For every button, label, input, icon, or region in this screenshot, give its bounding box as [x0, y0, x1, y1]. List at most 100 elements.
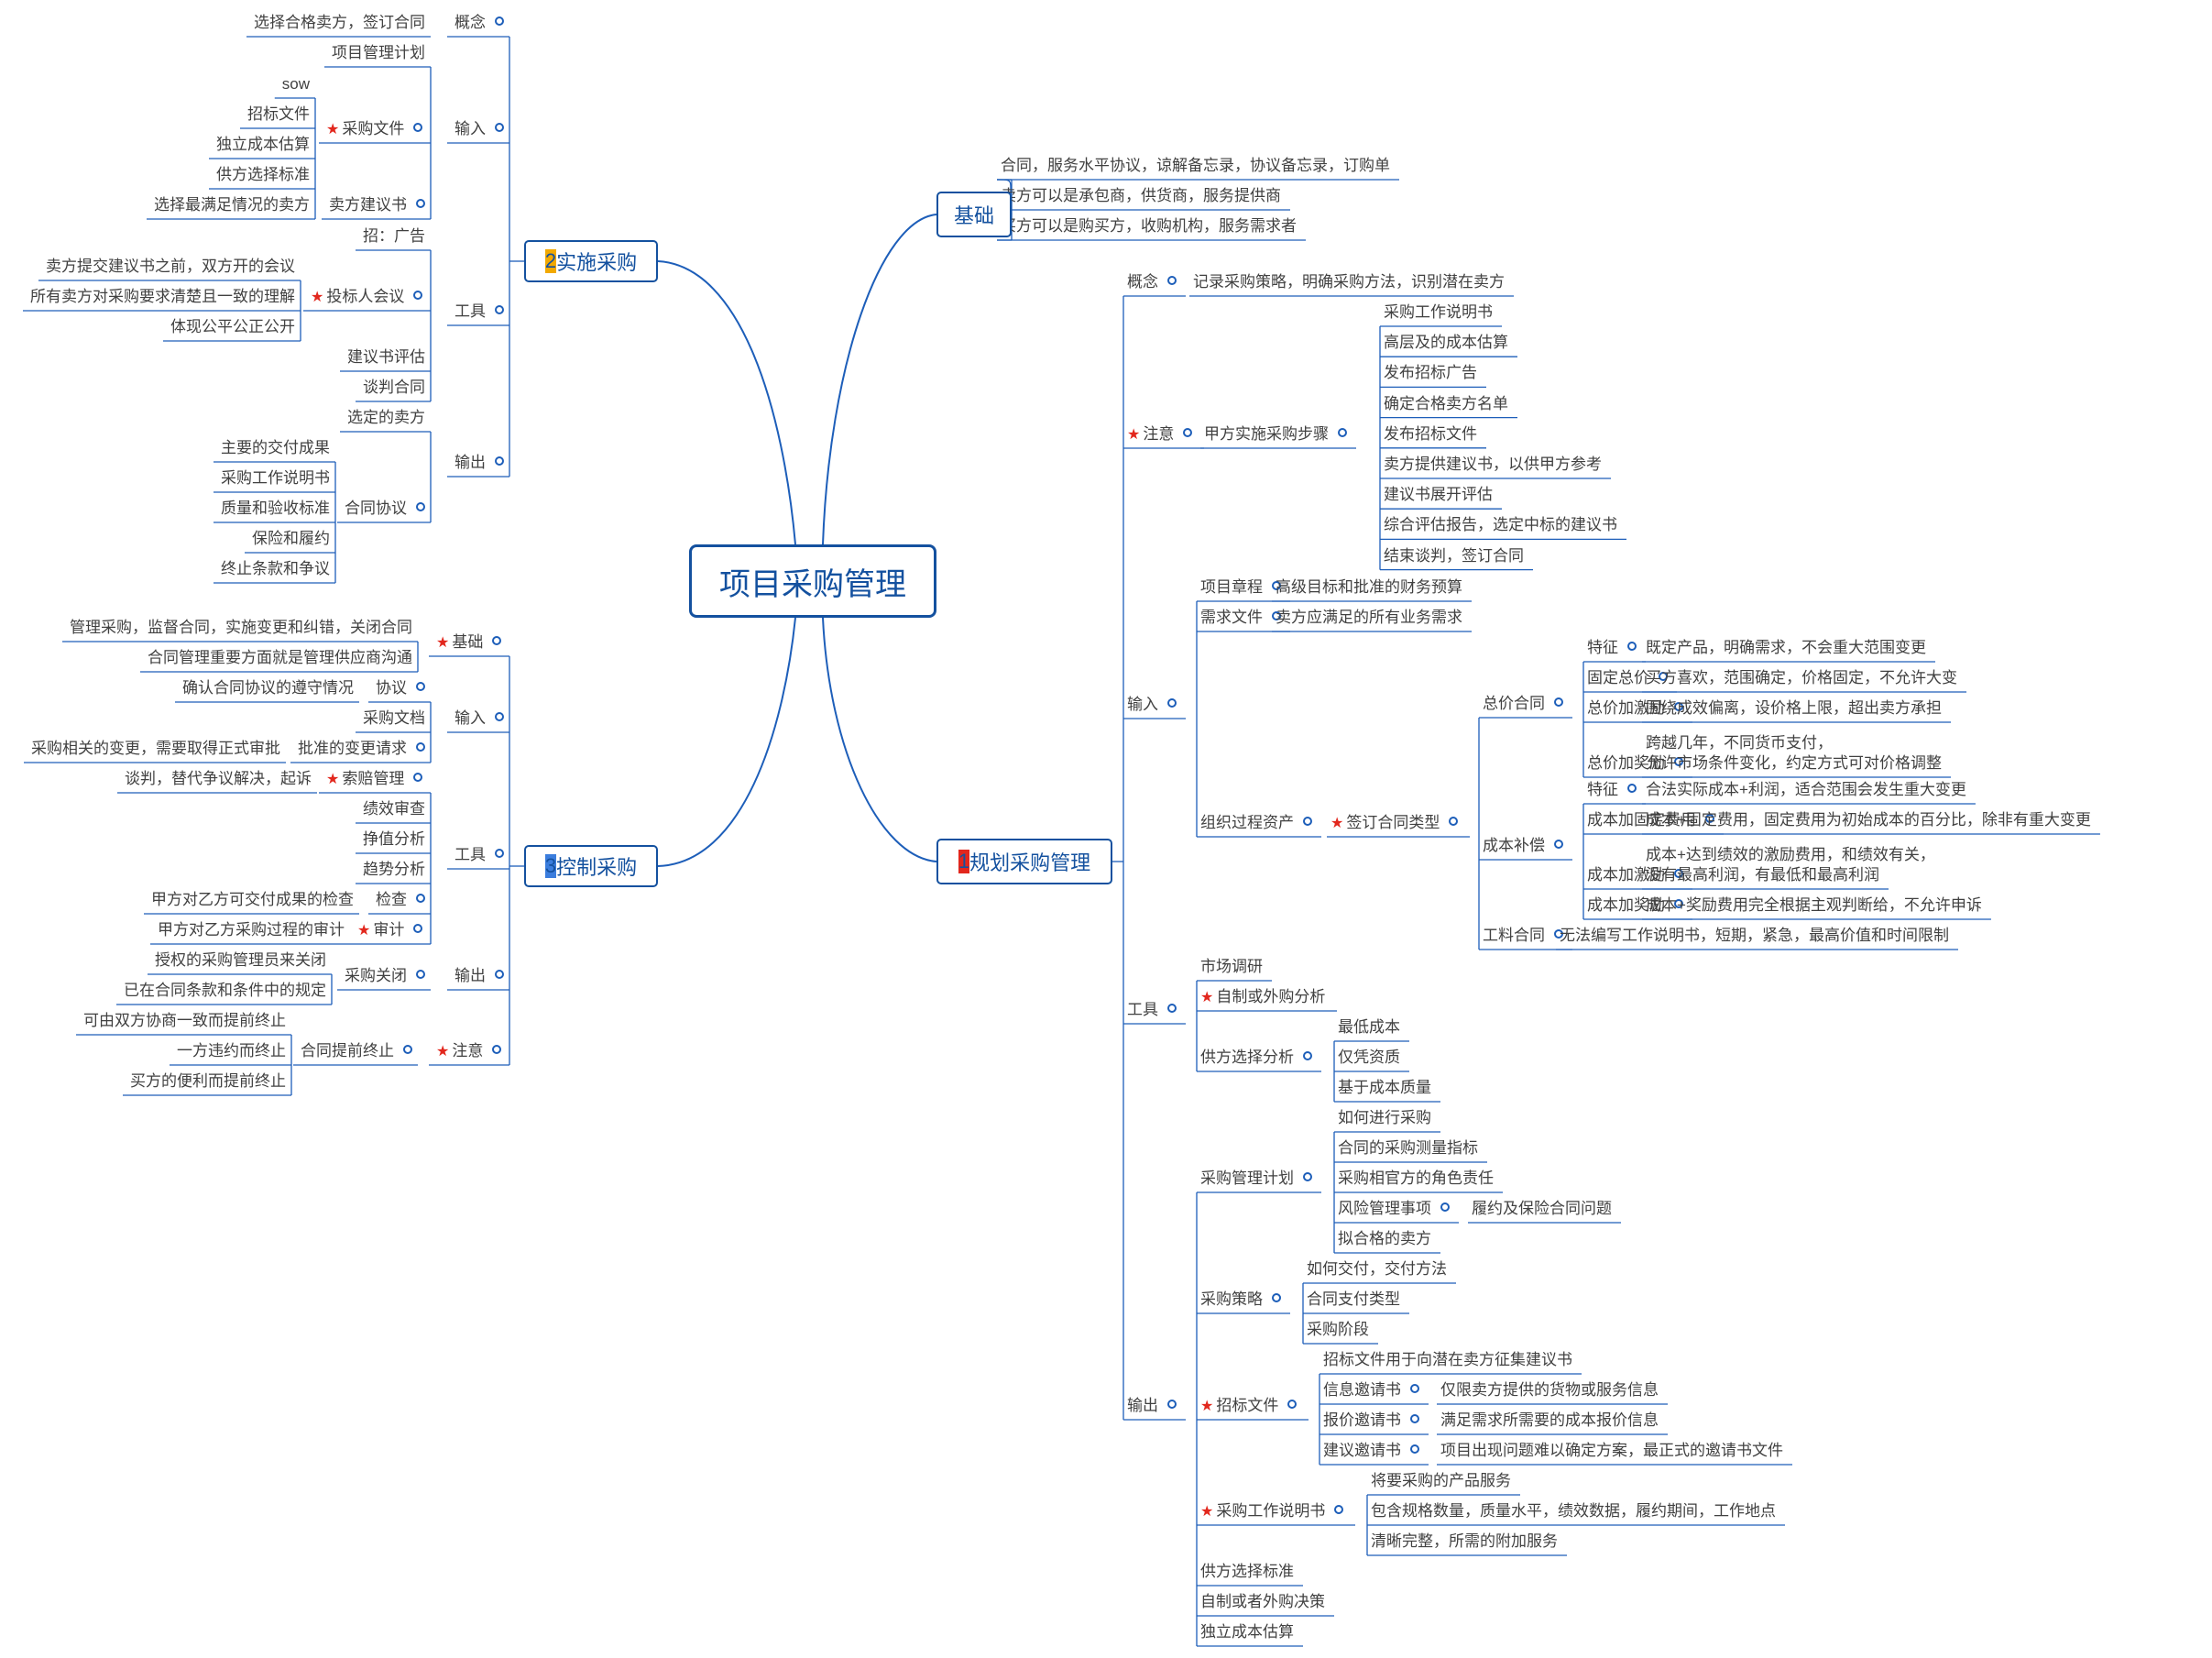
mindmap-node[interactable]: ★注意	[436, 1042, 502, 1061]
mindmap-node[interactable]: 成本+达到绩效的激励费用，和绩效有关，	[1646, 846, 1935, 864]
mindmap-node[interactable]: 合同，服务水平协议，谅解备忘录，协议备忘录，订购单	[1001, 157, 1390, 175]
mindmap-node[interactable]: 包含规格数量，质量水平，绩效数据，履约期间，工作地点	[1371, 1502, 1776, 1521]
mindmap-node[interactable]: 合法实际成本+利润，适合范围会发生重大变更	[1646, 781, 1966, 799]
mindmap-node[interactable]: 卖方提交建议书之前，双方开的会议	[46, 258, 295, 276]
collapse-dot-icon[interactable]	[495, 712, 504, 721]
mindmap-node[interactable]: 管理采购，监督合同，实施变更和纠错，关闭合同	[70, 619, 412, 637]
mindmap-node[interactable]: 满足需求所需要的成本报价信息	[1440, 1411, 1659, 1430]
mindmap-node[interactable]: 概念	[454, 14, 504, 32]
mindmap-node[interactable]: 如何进行采购	[1338, 1109, 1431, 1127]
mindmap-node[interactable]: 买方喜欢，范围确定，价格固定，不允许大变	[1646, 669, 1957, 687]
mindmap-node[interactable]: 自制或者外购决策	[1200, 1593, 1325, 1611]
mindmap-node[interactable]: 工具	[454, 302, 504, 321]
collapse-dot-icon[interactable]	[495, 16, 504, 26]
mindmap-node[interactable]: 独立成本估算	[1200, 1623, 1294, 1642]
mindmap-node[interactable]: 允许市场条件变化，约定方式可对价格调整	[1646, 754, 1942, 773]
mindmap-node[interactable]: 确定合格卖方名单	[1384, 395, 1508, 413]
mindmap-node[interactable]: 合同提前终止	[301, 1042, 412, 1060]
collapse-dot-icon[interactable]	[413, 291, 423, 300]
mindmap-node[interactable]: 体现公平公正公开	[170, 318, 295, 336]
mindmap-node[interactable]: 建议书评估	[347, 348, 425, 367]
mindmap-node[interactable]: ★投标人会议	[311, 288, 423, 307]
mindmap-node[interactable]: 发布招标广告	[1384, 364, 1477, 382]
mindmap-node[interactable]: 成本加奖励	[1587, 896, 1683, 915]
mindmap-node[interactable]: 卖方建议书	[329, 196, 425, 214]
mindmap-node[interactable]: 发布招标文件	[1384, 425, 1477, 444]
mindmap-node[interactable]: ★招标文件	[1200, 1397, 1298, 1416]
mindmap-node[interactable]: 成本补偿	[1483, 837, 1563, 855]
mindmap-node[interactable]: 围绕成效偏离，设价格上限，超出卖方承担	[1646, 699, 1942, 718]
mindmap-node[interactable]: 供方选择标准	[1200, 1563, 1294, 1581]
collapse-dot-icon[interactable]	[416, 742, 425, 752]
mindmap-node[interactable]: 履约及保险合同问题	[1472, 1200, 1612, 1218]
collapse-dot-icon[interactable]	[416, 502, 425, 511]
mindmap-node[interactable]: 成本加激励	[1587, 866, 1683, 884]
collapse-dot-icon[interactable]	[1449, 817, 1459, 826]
mindmap-node[interactable]: 选择合格卖方，签订合同	[254, 14, 425, 32]
collapse-dot-icon[interactable]	[1554, 840, 1563, 849]
collapse-dot-icon[interactable]	[492, 1045, 502, 1054]
mindmap-node[interactable]: 采购工作说明书	[221, 469, 330, 488]
mindmap-node[interactable]: 所有卖方对采购要求清楚且一致的理解	[30, 288, 295, 306]
mindmap-node[interactable]: 建议邀请书	[1323, 1442, 1419, 1460]
mindmap-node[interactable]: 总价加奖励	[1587, 754, 1683, 773]
collapse-dot-icon[interactable]	[1334, 1505, 1344, 1514]
collapse-dot-icon[interactable]	[495, 849, 504, 858]
mindmap-node[interactable]: 合同的采购测量指标	[1338, 1139, 1478, 1158]
mindmap-node[interactable]: 挣值分析	[363, 830, 425, 849]
mindmap-node[interactable]: 仅凭资质	[1338, 1049, 1400, 1067]
mindmap-node[interactable]: ★采购文件	[326, 120, 423, 139]
collapse-dot-icon[interactable]	[413, 773, 423, 782]
mindmap-node[interactable]: 采购阶段	[1307, 1321, 1369, 1339]
mindmap-node[interactable]: 招：广告	[363, 227, 425, 246]
mindmap-node[interactable]: 特征	[1587, 639, 1637, 657]
mindmap-node[interactable]: 供方选择标准	[216, 166, 310, 184]
mindmap-node[interactable]: 输出	[1127, 1397, 1177, 1415]
collapse-dot-icon[interactable]	[1674, 899, 1683, 908]
collapse-dot-icon[interactable]	[1627, 784, 1637, 793]
collapse-dot-icon[interactable]	[1674, 702, 1683, 711]
collapse-dot-icon[interactable]	[495, 123, 504, 132]
mindmap-node[interactable]: 输入	[1127, 696, 1177, 714]
mindmap-node[interactable]: 合同管理重要方面就是管理供应商沟通	[148, 649, 412, 667]
collapse-dot-icon[interactable]	[1440, 1202, 1450, 1212]
mindmap-node[interactable]: 合同协议	[345, 500, 425, 518]
collapse-dot-icon[interactable]	[1410, 1444, 1419, 1454]
mindmap-node[interactable]: 工具	[454, 846, 504, 864]
collapse-dot-icon[interactable]	[1554, 929, 1563, 939]
collapse-dot-icon[interactable]	[1272, 1293, 1281, 1302]
collapse-dot-icon[interactable]	[1183, 428, 1193, 437]
collapse-dot-icon[interactable]	[1674, 757, 1683, 766]
mindmap-node[interactable]: sow	[282, 75, 310, 93]
mindmap-node[interactable]: 采购管理计划	[1200, 1169, 1312, 1188]
mindmap-node[interactable]: ★签订合同类型	[1330, 814, 1459, 833]
mindmap-node[interactable]: 将要采购的产品服务	[1371, 1472, 1511, 1490]
mindmap-node[interactable]: 招标文件用于向潜在卖方征集建议书	[1323, 1351, 1572, 1369]
collapse-dot-icon[interactable]	[1167, 276, 1177, 285]
collapse-dot-icon[interactable]	[492, 636, 502, 645]
mindmap-node[interactable]: 采购策略	[1200, 1290, 1281, 1309]
mindmap-node[interactable]: ★索赔管理	[326, 770, 423, 789]
mindmap-node[interactable]: 成本+固定费用，固定费用为初始成本的百分比，除非有重大变更	[1646, 811, 2091, 829]
mindmap-node[interactable]: 可由双方协商一致而提前终止	[83, 1012, 286, 1030]
mindmap-node[interactable]: 输出	[454, 454, 504, 472]
mindmap-node[interactable]: 跨越几年，不同货币支付，	[1646, 734, 1833, 752]
mindmap-node[interactable]: 没有最高利润，有最低和最高利润	[1646, 866, 1879, 884]
mindmap-node[interactable]: 成本加固定费用	[1587, 811, 1714, 829]
collapse-dot-icon[interactable]	[1659, 672, 1668, 681]
collapse-dot-icon[interactable]	[416, 970, 425, 979]
mindmap-node[interactable]: 授权的采购管理员来关闭	[155, 951, 326, 970]
mindmap-node[interactable]: 卖方应满足的所有业务需求	[1276, 609, 1462, 627]
mindmap-node[interactable]: 高级目标和批准的财务预算	[1276, 578, 1462, 597]
mindmap-node[interactable]: 项目出现问题难以确定方案，最正式的邀请书文件	[1440, 1442, 1783, 1460]
mindmap-node[interactable]: 无法编写工作说明书，短期，紧急，最高价值和时间限制	[1560, 927, 1949, 945]
mindmap-node[interactable]: 质量和验收标准	[221, 500, 330, 518]
mindmap-node[interactable]: 信息邀请书	[1323, 1381, 1419, 1400]
mindmap-node[interactable]: 买方的便利而提前终止	[130, 1072, 286, 1091]
collapse-dot-icon[interactable]	[495, 305, 504, 314]
collapse-dot-icon[interactable]	[1705, 814, 1714, 823]
mindmap-node[interactable]: 采购相关的变更，需要取得正式审批	[31, 740, 280, 758]
mindmap-node[interactable]: 需求文件	[1200, 609, 1281, 627]
mindmap-node[interactable]: 选择最满足情况的卖方	[154, 196, 310, 214]
